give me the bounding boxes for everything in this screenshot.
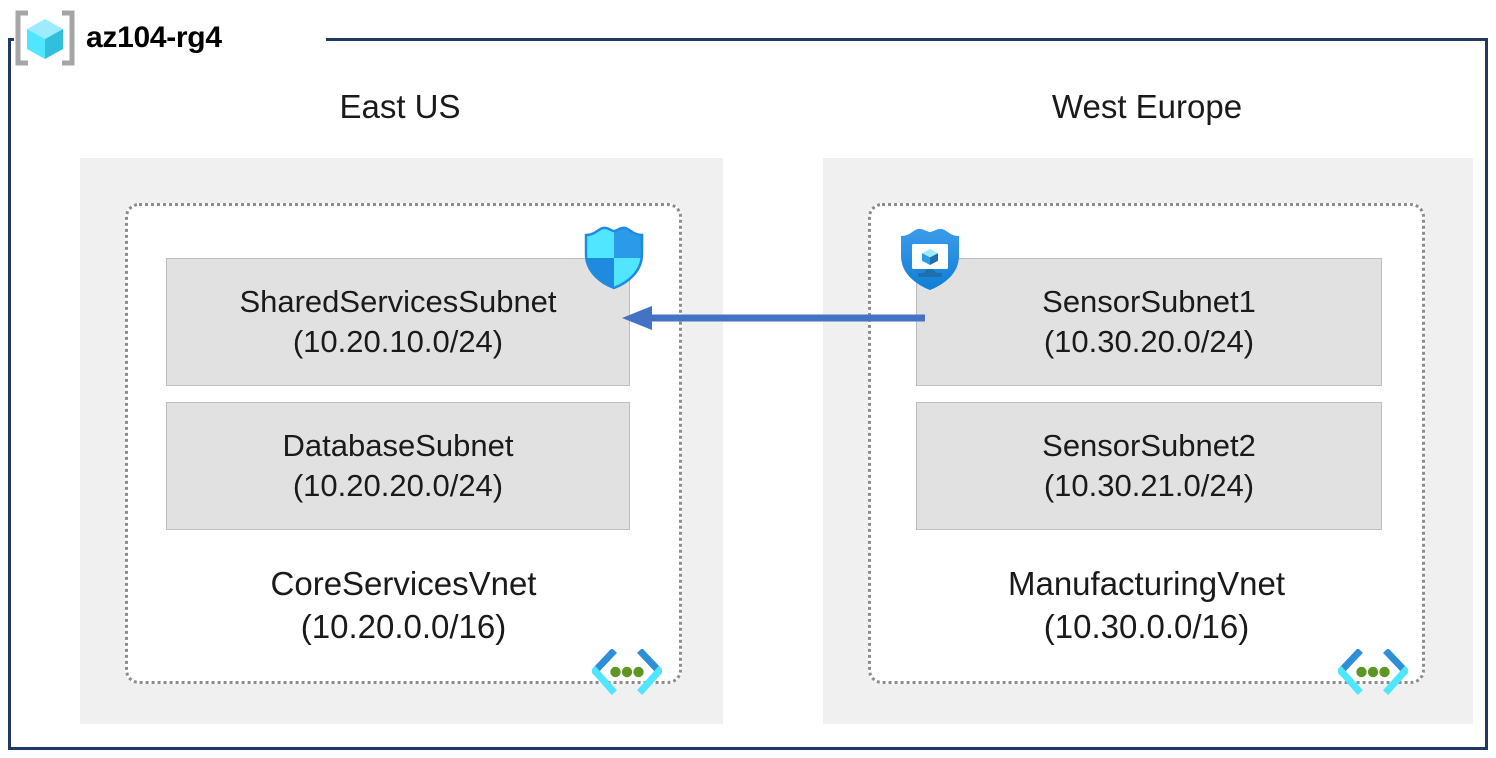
subnet-name: SharedServicesSubnet: [239, 284, 557, 320]
vnet-cidr: (10.30.0.0/16): [1043, 607, 1250, 645]
subnet-name: SensorSubnet2: [1042, 428, 1256, 464]
subnet-name: DatabaseSubnet: [282, 428, 514, 464]
vnet-caption-manufacturingvnet: ManufacturingVnet (10.30.0.0/16): [878, 563, 1415, 649]
subnet-cidr: (10.20.10.0/24): [292, 324, 504, 359]
resource-group-frame: [8, 38, 1488, 750]
network-security-group-shield-icon[interactable]: [583, 224, 645, 290]
resource-group-cube-icon: [14, 10, 76, 66]
subnet-databasesubnet[interactable]: DatabaseSubnet (10.20.20.0/24): [166, 402, 630, 530]
vnet-name: CoreServicesVnet: [270, 565, 537, 602]
subnet-sensorsubnet1[interactable]: SensorSubnet1 (10.30.20.0/24): [916, 258, 1382, 386]
virtual-network-icon[interactable]: [1336, 648, 1410, 695]
vnet-name: ManufacturingVnet: [1007, 565, 1285, 602]
subnet-cidr: (10.30.21.0/24): [1043, 468, 1255, 503]
vnet-caption-coreservicesvnet: CoreServicesVnet (10.20.0.0/16): [135, 563, 672, 649]
subnet-name: SensorSubnet1: [1042, 284, 1256, 320]
resource-group-header: az104-rg4: [14, 8, 222, 68]
vnet-peering-arrow: [620, 300, 925, 336]
subnet-cidr: (10.20.20.0/24): [292, 468, 504, 503]
vnet-cidr: (10.20.0.0/16): [300, 607, 507, 645]
virtual-network-icon[interactable]: [590, 648, 664, 695]
subnet-cidr: (10.30.20.0/24): [1043, 324, 1255, 359]
region-label-eastus: East US: [339, 88, 461, 125]
subnet-sensorsubnet2[interactable]: SensorSubnet2 (10.30.21.0/24): [916, 402, 1382, 530]
resource-group-name: az104-rg4: [86, 21, 222, 54]
resource-group-header-background: [14, 8, 326, 68]
subnet-sharedservicessubnet[interactable]: SharedServicesSubnet (10.20.10.0/24): [166, 258, 630, 386]
application-security-group-icon[interactable]: [898, 225, 962, 293]
region-label-westeurope: West Europe: [1051, 88, 1243, 125]
